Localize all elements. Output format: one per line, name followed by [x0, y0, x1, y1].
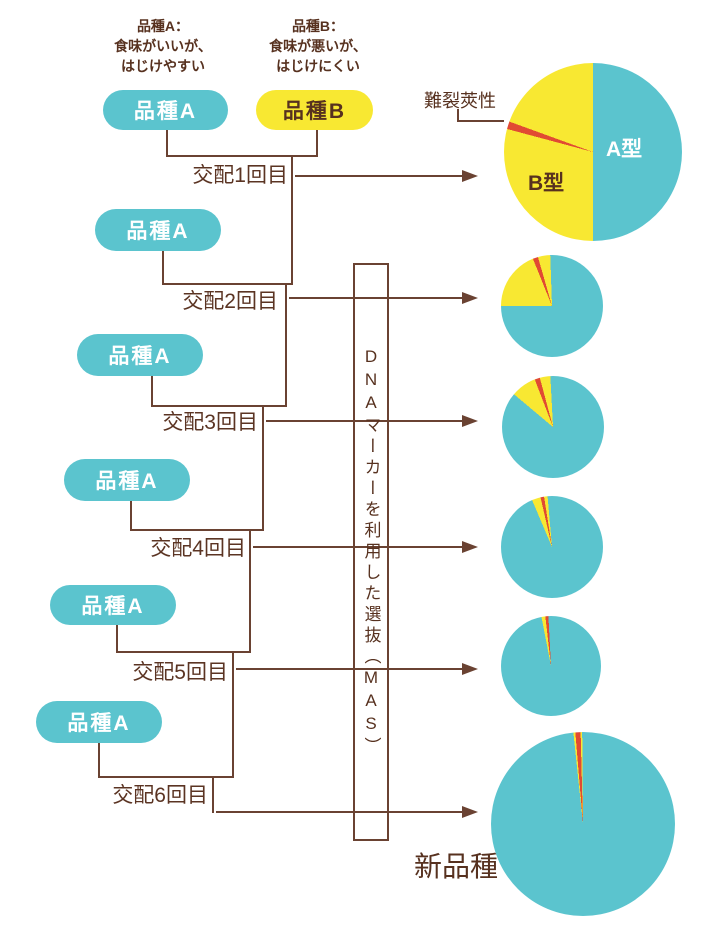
pedigree-line [116, 625, 118, 653]
variety-a-pill-3: 品種A [77, 334, 203, 376]
variety-a-note-line2: 食味がいいが、 [114, 38, 212, 54]
variety-b-pill-label: 品種B [282, 100, 347, 123]
arrow-head-icon [462, 541, 478, 553]
new-variety-label: 新品種 [413, 851, 498, 882]
variety-a-pill-label: 品種A [95, 470, 159, 493]
pedigree-line [166, 155, 318, 157]
pedigree-line [130, 501, 132, 531]
variety-a-pill-label: 品種A [67, 712, 131, 735]
cross-1-label: 交配1回目 [192, 164, 288, 187]
pedigree-line [98, 743, 100, 778]
pedigree-line [249, 529, 251, 653]
variety-a-pill-4: 品種A [64, 459, 190, 501]
variety-a-pill-2: 品種A [95, 209, 221, 251]
pedigree-line [116, 651, 251, 653]
cross-5-label: 交配5回目 [132, 661, 228, 684]
pedigree-line [285, 283, 287, 407]
callout-line [457, 120, 504, 122]
cross-1-arrow [295, 175, 462, 177]
variety-b-note-line1: 品種B： [291, 18, 345, 34]
variety-a-note-line3: はじけやすい [121, 58, 205, 74]
cross-3-label: 交配3回目 [162, 411, 258, 434]
variety-a-pill-label: 品種A [126, 220, 190, 243]
variety-a-note: 品種A： 食味がいいが、 はじけやすい [90, 16, 236, 76]
b-type-label: B型 [528, 172, 565, 195]
genome-pie-3 [502, 376, 604, 478]
pedigree-line [162, 251, 164, 285]
arrow-head-icon [462, 663, 478, 675]
cross-3-arrow [266, 420, 462, 422]
pedigree-line [212, 776, 214, 813]
genome-pie-1 [504, 63, 682, 241]
pedigree-line [232, 651, 234, 778]
a-type-label: A型 [606, 138, 643, 161]
pedigree-line [162, 283, 293, 285]
pedigree-line [130, 529, 264, 531]
variety-a-pill-label: 品種A [81, 595, 145, 618]
callout-line [457, 109, 459, 122]
variety-b-pill: 品種B [256, 90, 373, 130]
cross-5-arrow [236, 668, 462, 670]
mas-selection-box: DNAマーカーを利用した選抜︵MAS︶ [353, 263, 389, 841]
cross-4-arrow [253, 546, 462, 548]
cross-2-arrow [289, 297, 462, 299]
genome-pie-4 [501, 496, 603, 598]
variety-b-note: 品種B： 食味が悪いが、 はじけにくい [244, 16, 392, 76]
variety-a-pill-label: 品種A [108, 345, 172, 368]
variety-b-note-line2: 食味が悪いが、 [269, 38, 367, 54]
variety-a-pill-5: 品種A [50, 585, 176, 625]
pedigree-line [98, 776, 234, 778]
arrow-head-icon [462, 292, 478, 304]
mas-selection-label: DNAマーカーを利用した選抜︵MAS︶ [361, 346, 381, 758]
variety-a-pill-1: 品種A [103, 90, 228, 130]
pedigree-line [316, 130, 318, 157]
pedigree-line [262, 405, 264, 531]
arrow-head-icon [462, 170, 478, 182]
cross-6-label: 交配6回目 [112, 784, 208, 807]
variety-b-note-line3: はじけにくい [276, 58, 360, 74]
variety-a-pill-label: 品種A [133, 100, 198, 123]
shatter-resistance-label: 難裂莢性 [424, 91, 496, 111]
genome-pie-2 [501, 255, 603, 357]
genome-pie-6 [491, 732, 675, 916]
arrow-head-icon [462, 806, 478, 818]
variety-a-note-line1: 品種A： [136, 18, 190, 34]
pedigree-line [151, 405, 287, 407]
cross-2-label: 交配2回目 [182, 290, 278, 313]
variety-a-pill-6: 品種A [36, 701, 162, 743]
pedigree-line [151, 376, 153, 407]
pedigree-line [166, 130, 168, 157]
arrow-head-icon [462, 415, 478, 427]
genome-pie-5 [501, 616, 601, 716]
cross-4-label: 交配4回目 [150, 537, 246, 560]
pedigree-line [291, 155, 293, 285]
cross-6-arrow [216, 811, 462, 813]
